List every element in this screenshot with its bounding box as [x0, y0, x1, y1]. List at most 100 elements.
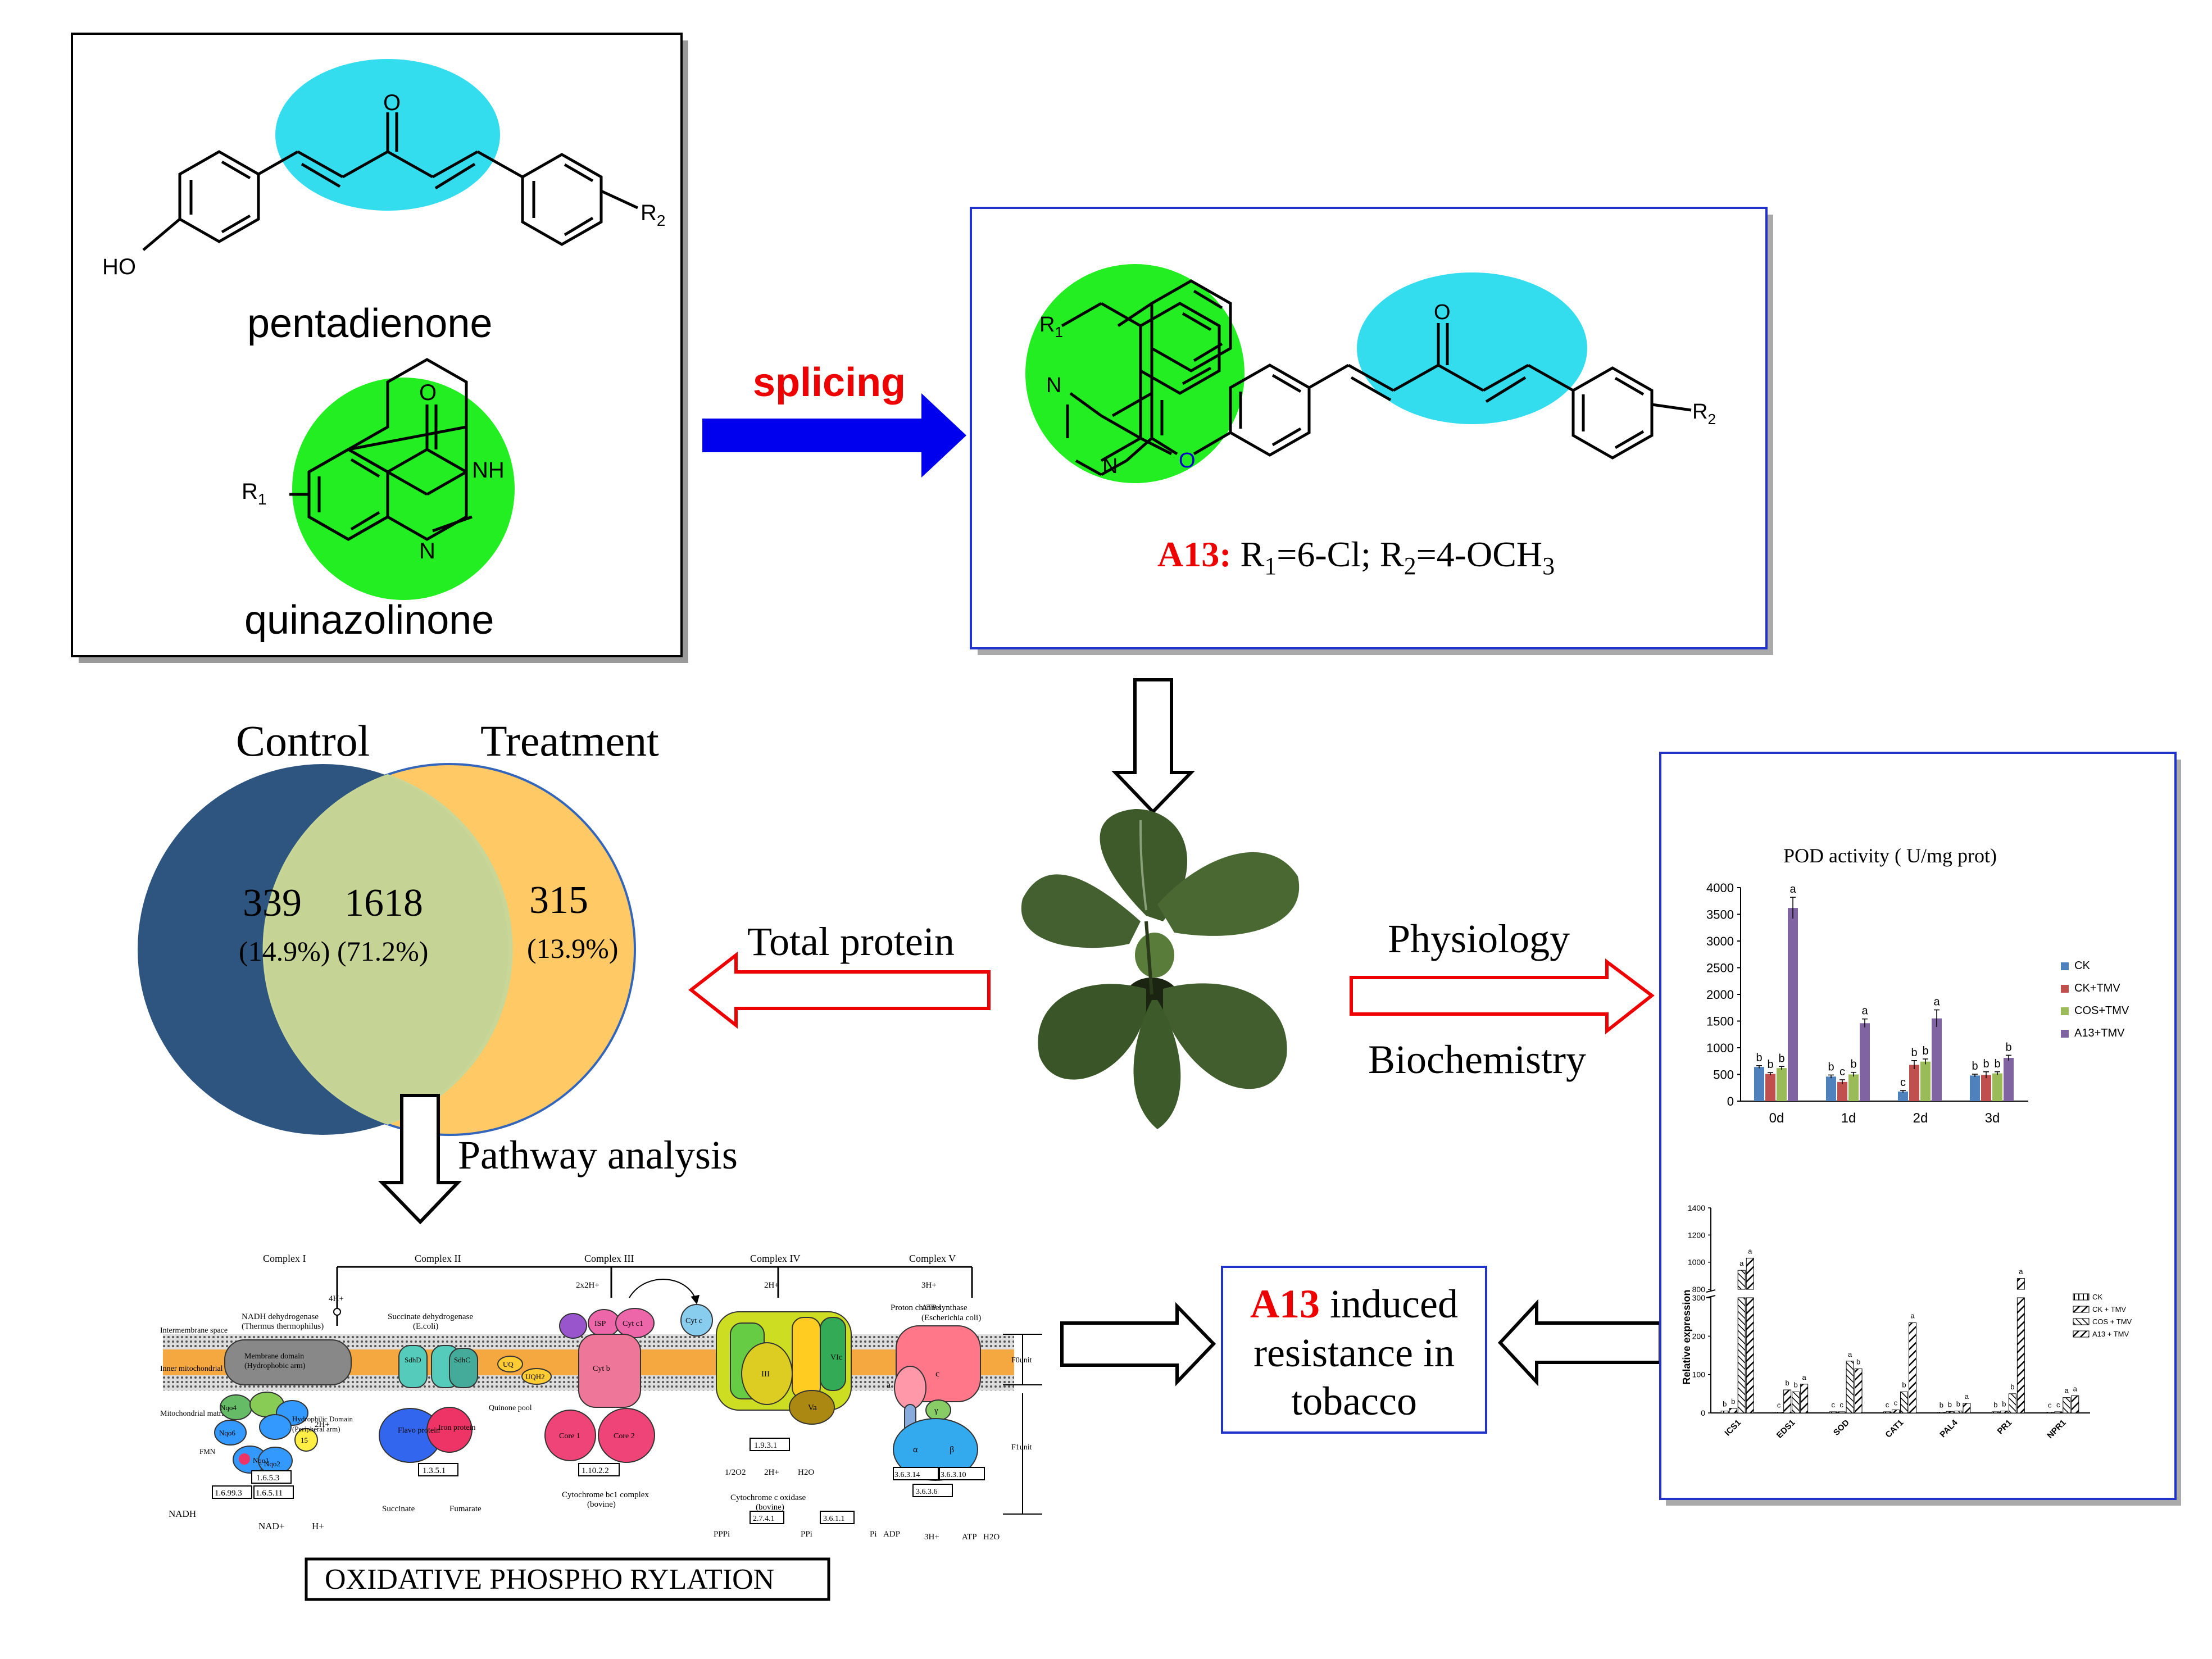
carbonyl-o-atom: O — [383, 90, 401, 115]
complex-iv-label: Complex IV — [750, 1253, 801, 1264]
venn-left-pct: (14.9%) — [239, 935, 330, 967]
bar — [1898, 1091, 1908, 1101]
a13-box: R1 N N O O R2 A13: R1=6-Cl; R2=4-OCH3 — [970, 207, 1773, 655]
r2-atom: R — [641, 201, 657, 225]
axis-break-mark — [1706, 1289, 1716, 1293]
ec-1-6-5-3: 1.6.5.3 — [256, 1474, 279, 1483]
f0-unit-label: F0unit — [1011, 1356, 1032, 1365]
bar — [1932, 1018, 1942, 1101]
y-tick-label: 800 — [1692, 1285, 1706, 1294]
svg-text:R2: R2 — [1692, 400, 1716, 428]
quinazolinone-highlight — [292, 378, 515, 600]
bar — [1854, 1368, 1863, 1413]
x-tick-label: 3d — [1985, 1111, 2000, 1126]
legend-swatch — [2073, 1318, 2090, 1325]
r1-subscript: 1 — [258, 490, 267, 508]
bar — [1848, 1074, 1859, 1101]
bar — [1783, 1389, 1792, 1413]
venn-treatment-label: Treatment — [480, 716, 659, 765]
bar — [2000, 1411, 2008, 1413]
bar — [2046, 1412, 2054, 1413]
y-tick-label: 3500 — [1706, 908, 1734, 922]
legend-swatch — [2061, 1007, 2069, 1015]
ec-3-6-3-6: 3.6.3.6 — [916, 1488, 938, 1496]
bar — [1754, 1067, 1764, 1101]
significance-letter: b — [1940, 1401, 1943, 1410]
quinazolinone-o-atom: O — [419, 380, 437, 405]
uq-label: UQ — [503, 1360, 514, 1369]
significance-letter: b — [1856, 1357, 1860, 1366]
succinate-label: Succinate — [382, 1505, 415, 1513]
h2o-c4-label: H2O — [798, 1468, 814, 1477]
splicing-label: splicing — [753, 360, 906, 405]
legend-label: COS + TMV — [2092, 1317, 2132, 1326]
venn-center-count: 1618 — [344, 881, 423, 925]
2x2h-plus-label: 2x2H+ — [576, 1281, 599, 1290]
significance-letter: b — [1994, 1058, 2000, 1070]
bar — [1788, 908, 1798, 1101]
significance-letter: a — [1861, 1005, 1868, 1017]
ims-label: Intermembrane space — [160, 1326, 228, 1335]
significance-letter: a — [1739, 1259, 1744, 1267]
down-arrow-to-plant — [1111, 678, 1196, 815]
core-2-label: Core 2 — [614, 1432, 635, 1440]
a13-r2-atom: R — [1692, 400, 1707, 424]
bar — [1909, 1322, 1916, 1413]
ec-1-6-99-3: 1.6.99.3 — [215, 1489, 242, 1498]
x-tick-label: 0d — [1769, 1111, 1784, 1126]
bar — [2063, 1397, 2071, 1413]
bar — [1909, 1065, 1919, 1101]
significance-letter: b — [1993, 1401, 1997, 1409]
significance-letter: c — [1900, 1076, 1906, 1089]
pathway-caption: OXIDATIVE PHOSPHO RYLATION — [325, 1563, 774, 1596]
ho-atom: HO — [102, 254, 136, 279]
cyt-b-label: Cyt b — [593, 1365, 610, 1373]
bar — [1937, 1412, 1946, 1413]
subunit-15-label: 15 — [301, 1436, 308, 1444]
chart-title: POD activity ( U/mg prot) — [1783, 844, 1997, 867]
venn-control-label: Control — [236, 716, 370, 765]
bar-upper — [1746, 1257, 1754, 1290]
a13-r1-subscript: 1 — [1055, 324, 1062, 340]
sdhc-label: SdhC — [454, 1356, 470, 1364]
a13-enone-highlight — [1357, 272, 1587, 424]
bar — [1846, 1361, 1854, 1413]
r2-subscript: 2 — [657, 212, 666, 229]
svg-text:A13 induced: A13 induced — [1250, 1281, 1458, 1326]
legend-label: CK — [2092, 1293, 2102, 1301]
bar — [1883, 1411, 1891, 1413]
y-tick-label: 200 — [1692, 1331, 1706, 1340]
a13-r1-atom: R — [1039, 313, 1055, 337]
cytochrome-bc1-organism: (bovine) — [587, 1500, 616, 1509]
bar — [1720, 1411, 1729, 1413]
y-tick-label: 300 — [1692, 1293, 1706, 1302]
bar — [1837, 1411, 1846, 1413]
nqo4-label: Nqo4 — [220, 1403, 237, 1412]
significance-letter: b — [2010, 1383, 2014, 1391]
3h-plus-label: 3H+ — [921, 1281, 937, 1290]
significance-letter: a — [1802, 1373, 1807, 1381]
significance-letter: c — [2056, 1401, 2060, 1409]
bar — [2071, 1395, 2079, 1413]
nad-label: NAD+ — [258, 1521, 284, 1531]
result-line3: tobacco — [1291, 1379, 1417, 1424]
sdhd-label: SdhD — [405, 1356, 421, 1364]
complex-iii-label: Complex III — [584, 1253, 634, 1264]
ec-3-6-3-10: 3.6.3.10 — [941, 1471, 966, 1479]
result-line2: resistance in — [1253, 1330, 1455, 1375]
3h-plus-matrix-label: 3H+ — [924, 1533, 939, 1542]
ec-1-10-2-2: 1.10.2.2 — [582, 1466, 609, 1475]
significance-letter: b — [1911, 1047, 1917, 1059]
hydrophobic-arm-label: (Hydrophobic arm) — [244, 1362, 306, 1370]
significance-letter: b — [1767, 1058, 1773, 1071]
bar — [1946, 1411, 1954, 1413]
tobacco-plant-image — [1021, 809, 1300, 1129]
arrow-chart-to-result — [1497, 1299, 1662, 1387]
2h-plus-c4-matrix-label: 2H+ — [764, 1468, 779, 1477]
significance-letter: c — [1839, 1066, 1845, 1078]
y-tick-label: 1000 — [1706, 1041, 1734, 1055]
significance-letter: b — [1723, 1400, 1727, 1408]
bar — [1954, 1411, 1963, 1413]
